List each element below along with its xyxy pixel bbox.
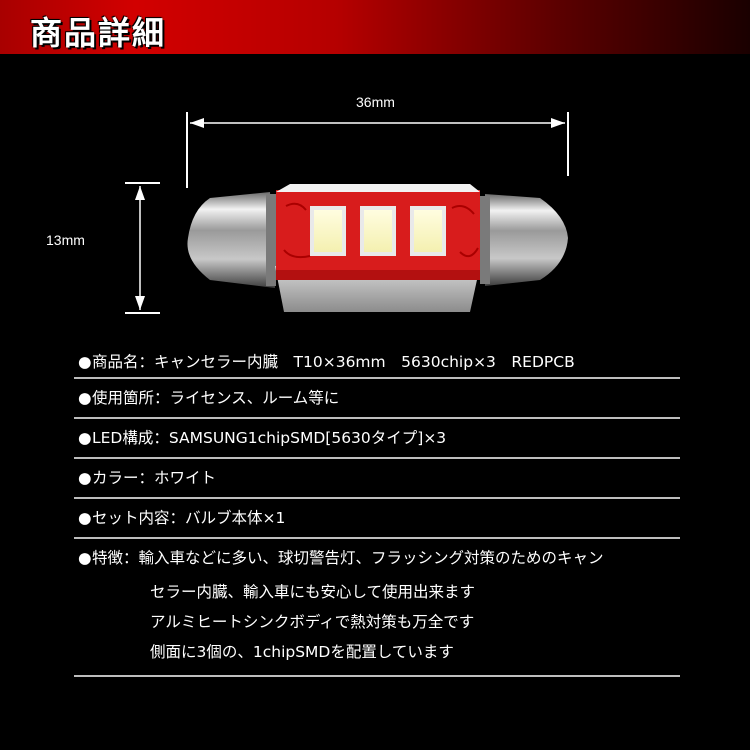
- bullet-icon: ●: [78, 429, 92, 447]
- spec-row-usage: ●使用箇所：ライセンス、ルーム等に: [74, 379, 680, 419]
- bullet-icon: ●: [78, 549, 92, 567]
- height-dimension-label: 13mm: [46, 232, 85, 248]
- bullet-icon: ●: [78, 353, 92, 371]
- width-dimension-label: 36mm: [356, 94, 395, 110]
- spec-row-color: ●カラー：ホワイト: [74, 459, 680, 499]
- dimension-lines: [125, 112, 569, 314]
- led-bulb-illustration: [187, 184, 568, 312]
- features-line: セラー内臓、輸入車にも安心して使用出来ます: [150, 583, 476, 601]
- bullet-icon: ●: [78, 509, 92, 527]
- spec-row-product-name: ●商品名：キャンセラー内臓 T10×36mm 5630chip×3 REDPCB: [74, 343, 680, 379]
- spec-row-set-contents: ●セット内容：バルブ本体×1: [74, 499, 680, 539]
- spec-row-led-config: ●LED構成：SAMSUNG1chipSMD[5630タイプ]×3: [74, 419, 680, 459]
- features-line: 輸入車などに多い、球切警告灯、フラッシング対策のためのキャン: [138, 549, 604, 567]
- spec-row-features: ●特徴：輸入車などに多い、球切警告灯、フラッシング対策のためのキャン セラー内臓…: [74, 539, 680, 677]
- spec-list: ●商品名：キャンセラー内臓 T10×36mm 5630chip×3 REDPCB…: [74, 343, 680, 677]
- bullet-icon: ●: [78, 469, 92, 487]
- features-line: アルミヒートシンクボディで熱対策も万全です: [150, 613, 475, 631]
- page-title: 商品詳細: [30, 14, 167, 52]
- bullet-icon: ●: [78, 389, 92, 407]
- features-line: 側面に3個の、1chipSMDを配置しています: [150, 643, 454, 661]
- header-bar: 商品詳細: [0, 0, 750, 54]
